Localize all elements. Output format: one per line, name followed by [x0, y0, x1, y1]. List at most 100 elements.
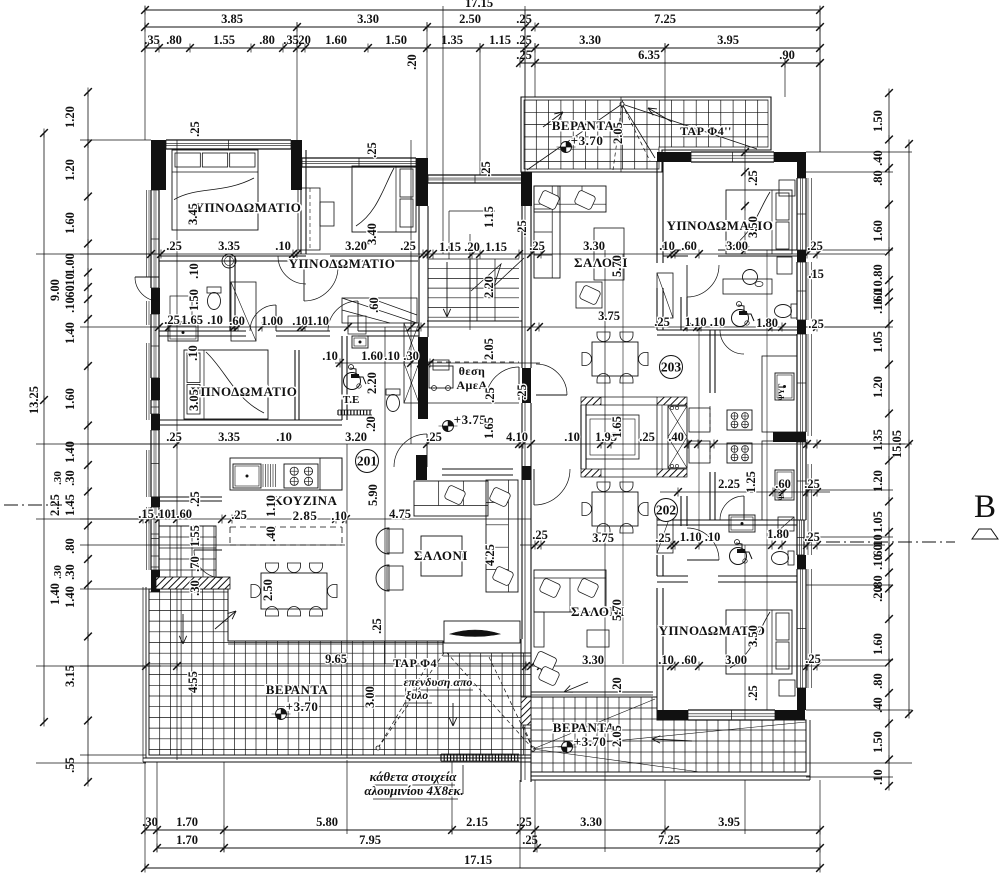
- svg-text:.25: .25: [515, 384, 529, 400]
- svg-text:1.20: 1.20: [871, 470, 885, 492]
- svg-text:.10: .10: [292, 314, 308, 328]
- svg-text:3.50: 3.50: [746, 625, 760, 647]
- svg-text:Τ.Ε: Τ.Ε: [343, 394, 360, 406]
- svg-text:.80: .80: [871, 673, 885, 689]
- svg-text:.25: .25: [516, 815, 532, 829]
- svg-text:2.50: 2.50: [459, 12, 481, 26]
- svg-text:.25: .25: [516, 12, 532, 26]
- svg-text:.10: .10: [564, 430, 580, 444]
- svg-text:.25: .25: [529, 239, 545, 253]
- svg-text:2.15: 2.15: [466, 815, 488, 829]
- svg-text:.20: .20: [405, 54, 419, 70]
- svg-text:.25: .25: [522, 833, 538, 847]
- svg-text:3.50: 3.50: [746, 216, 760, 238]
- svg-text:ΥΠΝΟΔΩΜΑΤΙΟ: ΥΠΝΟΔΩΜΑΤΙΟ: [195, 200, 302, 215]
- svg-text:3.85: 3.85: [221, 12, 243, 26]
- svg-text:1.60: 1.60: [361, 349, 383, 363]
- svg-text:201: 201: [357, 454, 378, 469]
- svg-text:7.95: 7.95: [359, 833, 381, 847]
- svg-text:1.50: 1.50: [385, 33, 407, 47]
- svg-text:+3.75: +3.75: [454, 412, 487, 427]
- svg-text:.90: .90: [779, 48, 795, 62]
- svg-text:.20: .20: [610, 677, 624, 693]
- svg-text:3.75: 3.75: [592, 531, 614, 545]
- svg-text:1.80: 1.80: [767, 527, 789, 541]
- svg-text:1.15: 1.15: [485, 240, 507, 254]
- svg-text:.60: .60: [367, 297, 381, 313]
- svg-text:ΒΕΡΑΝΤΑ: ΒΕΡΑΝΤΑ: [553, 720, 616, 735]
- svg-text:1.60: 1.60: [63, 388, 77, 410]
- svg-text:.40: .40: [871, 150, 885, 166]
- svg-text:6.35: 6.35: [638, 48, 660, 62]
- svg-text:B: B: [974, 489, 996, 525]
- svg-text:1.70: 1.70: [176, 833, 198, 847]
- svg-text:ΚΟΥΖΙΝΑ: ΚΟΥΖΙΝΑ: [273, 493, 338, 508]
- svg-text:1.35: 1.35: [441, 33, 463, 47]
- svg-text:3.75: 3.75: [598, 309, 620, 323]
- svg-text:9.65: 9.65: [325, 652, 347, 666]
- svg-text:ξυλο: ξυλο: [406, 688, 429, 702]
- svg-text:.60: .60: [775, 477, 791, 491]
- svg-text:2.50: 2.50: [261, 579, 275, 601]
- svg-text:.60: .60: [681, 239, 697, 253]
- svg-text:1.50: 1.50: [871, 110, 885, 132]
- svg-text:4.10: 4.10: [506, 430, 528, 444]
- svg-text:+3.70: +3.70: [286, 699, 319, 714]
- svg-text:.25: .25: [164, 313, 180, 327]
- svg-text:.25: .25: [804, 530, 820, 544]
- svg-text:.35: .35: [283, 33, 299, 47]
- svg-text:επενδυση απο: επενδυση απο: [404, 675, 473, 689]
- svg-text:.10: .10: [871, 280, 885, 296]
- svg-text:θεση: θεση: [459, 364, 486, 378]
- svg-text:1.15: 1.15: [439, 240, 461, 254]
- svg-text:.10: .10: [331, 509, 347, 523]
- svg-text:1.00: 1.00: [261, 314, 283, 328]
- svg-text:.25: .25: [807, 239, 823, 253]
- svg-text:.20: .20: [464, 240, 480, 254]
- svg-text:1.60: 1.60: [871, 220, 885, 242]
- svg-text:αλουμινίου 4Χ8εκ.: αλουμινίου 4Χ8εκ.: [364, 783, 463, 798]
- svg-text:.20: .20: [364, 416, 378, 432]
- svg-text:2.05: 2.05: [611, 122, 625, 144]
- svg-text:.15: .15: [808, 267, 824, 281]
- svg-text:.10: .10: [322, 349, 338, 363]
- svg-text:1.60: 1.60: [63, 212, 77, 234]
- svg-text:4.55: 4.55: [186, 671, 200, 693]
- svg-text:.10: .10: [207, 313, 223, 327]
- svg-text:.10: .10: [187, 263, 201, 279]
- svg-text:ΥΠΝΟΔΩΜΑΤΙΟ: ΥΠΝΟΔΩΜΑΤΙΟ: [289, 256, 396, 271]
- svg-text:3.05: 3.05: [187, 389, 201, 411]
- svg-text:1.60: 1.60: [325, 33, 347, 47]
- svg-text:1.05: 1.05: [871, 331, 885, 353]
- svg-text:.30: .30: [403, 349, 419, 363]
- svg-text:1.65: 1.65: [610, 416, 624, 438]
- svg-text:ΥΠΝΟΔΩΜΑΤΙΟ: ΥΠΝΟΔΩΜΑΤΙΟ: [659, 623, 766, 638]
- svg-text:.30: .30: [52, 471, 64, 485]
- svg-text:.25: .25: [516, 48, 532, 62]
- svg-text:7.25: 7.25: [658, 833, 680, 847]
- svg-text:ΑμεΑ: ΑμεΑ: [456, 378, 487, 392]
- svg-text:.30: .30: [142, 815, 158, 829]
- svg-text:.25: .25: [188, 121, 202, 137]
- svg-text:3.30: 3.30: [583, 239, 605, 253]
- svg-text:5.70: 5.70: [610, 255, 624, 277]
- svg-text:.10: .10: [871, 298, 885, 314]
- svg-text:1.25: 1.25: [744, 471, 758, 493]
- svg-text:1.65: 1.65: [181, 313, 203, 327]
- svg-text:1.40: 1.40: [63, 441, 77, 463]
- svg-text:.10: .10: [384, 349, 400, 363]
- svg-text:1.45: 1.45: [63, 494, 77, 516]
- svg-text:+3.70: +3.70: [571, 133, 604, 148]
- svg-text:3.95: 3.95: [718, 815, 740, 829]
- svg-text:2.85: 2.85: [293, 508, 318, 523]
- svg-text:ΨΥΓ: ΨΥΓ: [777, 383, 786, 400]
- svg-text:1.10 .10: 1.10 .10: [685, 315, 726, 329]
- svg-text:.25: .25: [516, 33, 532, 47]
- svg-text:3.35: 3.35: [218, 430, 240, 444]
- svg-text:1.60: 1.60: [170, 507, 192, 521]
- svg-text:.25: .25: [479, 161, 493, 177]
- svg-text:1.10: 1.10: [307, 314, 329, 328]
- svg-text:3.15: 3.15: [63, 665, 77, 687]
- svg-text:.80: .80: [871, 170, 885, 186]
- svg-text:3.30: 3.30: [357, 12, 379, 26]
